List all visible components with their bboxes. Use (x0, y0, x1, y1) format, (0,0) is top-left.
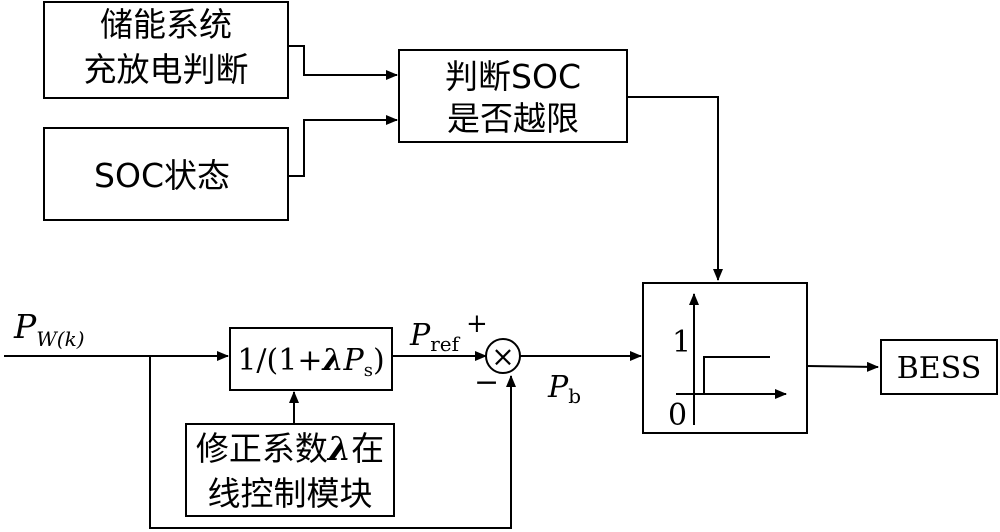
junction-symbol: × (491, 340, 514, 373)
soc-limit-line1: 判断SOC (445, 57, 581, 96)
correction-module-block: 修正系数λ在 线控制模块 (185, 423, 395, 517)
arrow-feedforward-to-junction (149, 356, 516, 529)
charge-discharge-line1: 储能系统 (100, 5, 232, 44)
bess-block: BESS (880, 339, 998, 395)
soc-limit-line2: 是否越限 (447, 99, 579, 138)
input-signal-label: PW(k) (13, 307, 85, 351)
soc-state-label: SOC状态 (94, 156, 230, 195)
switch-label-one: 1 (672, 325, 691, 360)
arrow-soc-limit-to-switch (627, 96, 723, 281)
correction-line1: 修正系数λ在 (196, 429, 384, 468)
pref-signal-label: Pref (409, 318, 461, 356)
charge-discharge-line2: 充放电判断 (84, 50, 249, 89)
switch-step-curve (703, 356, 770, 394)
switch-label-zero: 0 (668, 398, 687, 433)
arrow-charge-to-soc-limit (288, 45, 398, 80)
pb-signal-label: Pb (547, 370, 581, 408)
bess-label: BESS (897, 351, 982, 386)
summing-junction: × (485, 338, 521, 374)
filter-transfer-function: 1/(1+λPs) (237, 343, 384, 381)
switch-block: 1 0 (642, 282, 808, 434)
lowpass-filter-block: 1/(1+λPs) (229, 327, 393, 391)
plus-sign: + (466, 309, 488, 339)
correction-line2: 线控制模块 (208, 474, 373, 513)
arrow-switch-to-bess (806, 361, 879, 372)
soc-state-block: SOC状态 (43, 127, 289, 221)
soc-limit-block: 判断SOC 是否越限 (398, 49, 628, 143)
charge-discharge-block: 储能系统 充放电判断 (43, 1, 289, 99)
arrow-soc-state-to-soc-limit (288, 115, 398, 177)
